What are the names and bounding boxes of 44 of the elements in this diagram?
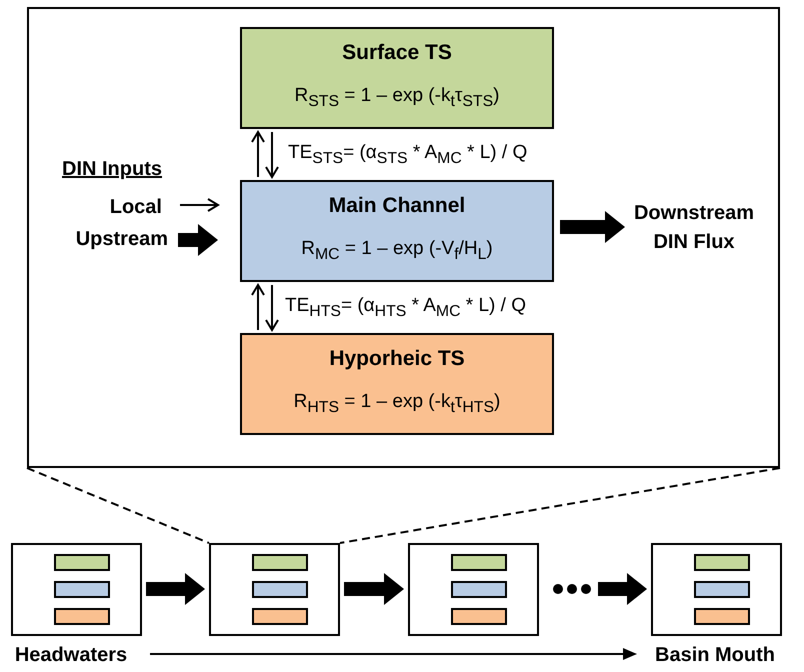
box-title: Main Channel: [328, 194, 466, 218]
reach-box: [651, 543, 782, 636]
layer-bar: [54, 554, 110, 571]
flow-label: Headwaters: [4, 641, 138, 669]
block-arrow: [560, 211, 625, 243]
reach-box: [11, 543, 142, 636]
equation: R$_{STS}$ = 1 – exp (-k$_{t}$τ$_{STS}$): [294, 85, 500, 111]
flow-label: Downstream DIN Flux: [628, 199, 760, 257]
equation: R$_{MC}$ = 1 – exp (-V$_{f}$/H$_{L}$): [300, 238, 494, 264]
section-heading: DIN Inputs: [62, 158, 162, 181]
layer-bar: [451, 608, 507, 625]
compartment-box: [240, 27, 554, 129]
layer-bar: [694, 554, 750, 571]
layer-bar: [252, 554, 308, 571]
block-arrow: [178, 224, 218, 256]
compartment-box: [240, 180, 554, 282]
layer-bar: [252, 608, 308, 625]
layer-bar: [451, 581, 507, 598]
zoom-line: [26, 467, 210, 544]
layer-bar: [694, 608, 750, 625]
reach-box: [209, 543, 340, 636]
arrow: [150, 648, 637, 660]
equation: R$_{HTS}$ = 1 – exp (-k$_{t}$τ$_{HTS}$): [292, 391, 502, 417]
layer-bar: [54, 608, 110, 625]
block-arrow: [146, 573, 205, 605]
arrow: [265, 132, 279, 178]
block-arrow: [344, 573, 404, 605]
arrow: [251, 284, 265, 330]
flow-label: Upstream: [52, 225, 168, 253]
box-title: Surface TS: [341, 41, 453, 65]
flow-label: Basin Mouth: [645, 641, 785, 669]
layer-bar: [54, 581, 110, 598]
reach-box: [408, 543, 539, 636]
layer-bar: [252, 581, 308, 598]
flow-label: Local: [100, 193, 162, 221]
zoom-line: [340, 467, 780, 544]
arrow: [265, 285, 279, 331]
arrow: [251, 131, 265, 177]
arrow: [180, 198, 219, 212]
layer-bar: [694, 581, 750, 598]
box-title: Hyporheic TS: [328, 347, 466, 371]
compartment-box: [240, 333, 554, 435]
zoom-frame: [27, 7, 780, 468]
layer-bar: [451, 554, 507, 571]
